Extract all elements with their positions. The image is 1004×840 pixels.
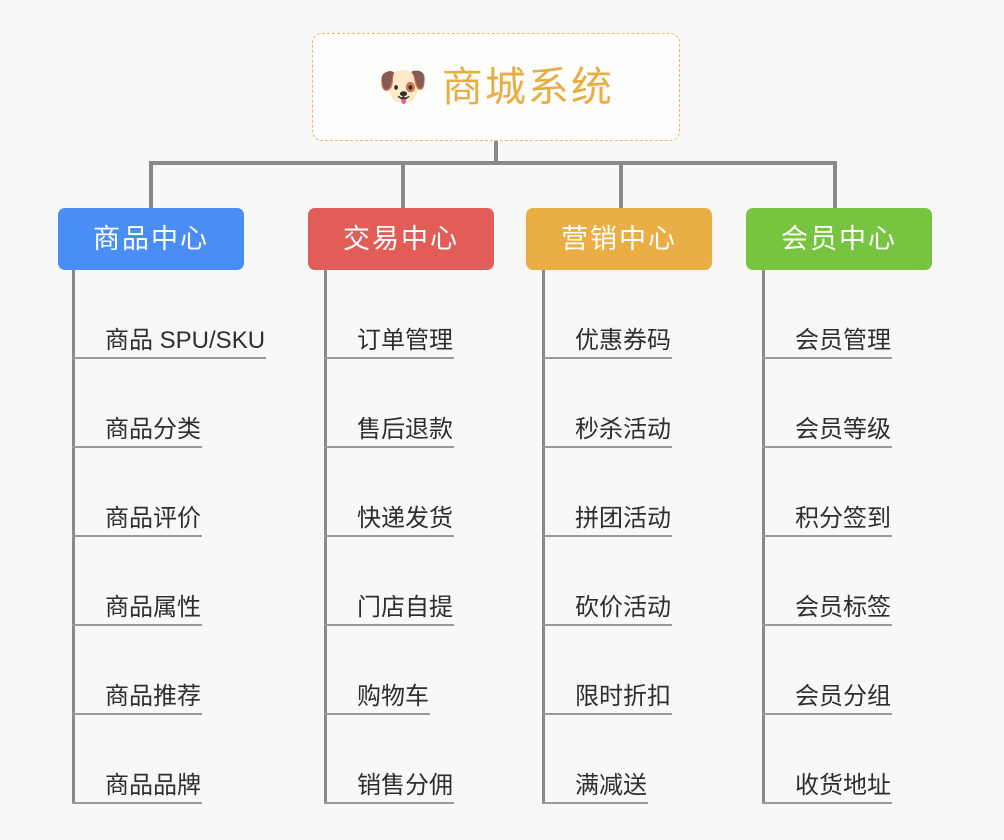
child-item[interactable]: 销售分佣 [324,715,454,804]
child-item-underline [762,802,892,804]
child-item[interactable]: 会员等级 [762,359,892,448]
child-item[interactable]: 商品推荐 [72,626,265,715]
child-item-label: 商品属性 [105,594,201,621]
child-item-label: 门店自提 [357,594,453,621]
child-item[interactable]: 商品品牌 [72,715,265,804]
child-item[interactable]: 售后退款 [324,359,454,448]
child-item-label: 快递发货 [357,505,453,532]
child-item-underline [542,535,672,537]
child-item[interactable]: 砍价活动 [542,537,672,626]
child-item-underline [324,535,454,537]
child-item-label: 秒杀活动 [575,416,671,443]
connector-stem [494,141,498,163]
child-item[interactable]: 秒杀活动 [542,359,672,448]
child-item-underline [72,713,202,715]
child-item-underline [762,535,892,537]
child-item-label: 收货地址 [795,772,891,799]
child-item-label: 售后退款 [357,416,453,443]
child-item-label: 商品 SPU/SKU [105,327,266,354]
root-node[interactable]: 🐶 商城系统 [312,33,680,141]
category-box-product-center[interactable]: 商品中心 [58,208,244,270]
child-item[interactable]: 快递发货 [324,448,454,537]
child-item[interactable]: 会员管理 [762,270,892,359]
child-item-label: 销售分佣 [357,772,453,799]
category-label: 会员中心 [781,223,897,254]
child-column-member-center: 会员管理会员等级积分签到会员标签会员分组收货地址 [762,270,892,804]
child-item[interactable]: 订单管理 [324,270,454,359]
child-item-label: 限时折扣 [575,683,671,710]
child-column-trade-center: 订单管理售后退款快递发货门店自提购物车销售分佣 [324,270,454,804]
category-box-marketing-center[interactable]: 营销中心 [526,208,712,270]
child-item-underline [762,357,892,359]
child-item-underline [542,624,672,626]
child-item-underline [542,713,672,715]
child-item-underline [72,357,266,359]
child-item-underline [542,446,672,448]
root-title: 商城系统 [441,63,614,110]
child-item-underline [324,713,430,715]
child-item-label: 会员分组 [795,683,891,710]
child-item-underline [324,357,454,359]
category-label: 交易中心 [343,223,459,254]
child-item-label: 商品评价 [105,505,201,532]
child-column-marketing-center: 优惠券码秒杀活动拼团活动砍价活动限时折扣满减送 [542,270,672,804]
connector-drop-marketing-center [619,161,623,208]
child-item-label: 商品推荐 [105,683,201,710]
child-item-label: 订单管理 [357,327,453,354]
child-item-underline [72,802,202,804]
child-item-underline [72,446,202,448]
child-item-underline [324,624,454,626]
child-item-label: 砍价活动 [575,594,671,621]
connector-drop-product-center [149,161,153,208]
child-item[interactable]: 收货地址 [762,715,892,804]
child-item[interactable]: 商品评价 [72,448,265,537]
child-item-label: 满减送 [575,772,647,799]
child-item-label: 会员管理 [795,327,891,354]
child-item[interactable]: 限时折扣 [542,626,672,715]
child-item-label: 拼团活动 [575,505,671,532]
child-item[interactable]: 拼团活动 [542,448,672,537]
connector-drop-member-center [833,161,837,208]
child-item[interactable]: 商品 SPU/SKU [72,270,266,359]
child-item-underline [542,802,648,804]
child-item-underline [72,535,202,537]
child-item-label: 商品品牌 [105,772,201,799]
connector-bus [149,161,835,165]
child-item-underline [542,357,672,359]
child-item-label: 会员等级 [795,416,891,443]
category-label: 营销中心 [561,223,677,254]
child-item-underline [762,446,892,448]
child-column-product-center: 商品 SPU/SKU 商品分类商品评价商品属性商品推荐商品品牌 [72,270,266,804]
child-item[interactable]: 优惠券码 [542,270,672,359]
child-item[interactable]: 商品属性 [72,537,265,626]
category-box-trade-center[interactable]: 交易中心 [308,208,494,270]
child-item-underline [762,624,892,626]
child-item-underline [762,713,892,715]
child-item[interactable]: 购物车 [324,626,453,715]
child-item[interactable]: 积分签到 [762,448,892,537]
child-item-label: 积分签到 [795,505,891,532]
child-item[interactable]: 门店自提 [324,537,454,626]
dog-face-icon: 🐶 [378,65,428,109]
child-item-label: 优惠券码 [575,327,671,354]
child-item-underline [324,446,454,448]
child-item-underline [324,802,454,804]
child-item[interactable]: 满减送 [542,715,671,804]
connector-drop-trade-center [401,161,405,208]
child-item-label: 会员标签 [795,594,891,621]
child-item[interactable]: 会员分组 [762,626,892,715]
child-item-underline [72,624,202,626]
category-label: 商品中心 [93,223,209,254]
child-item[interactable]: 商品分类 [72,359,265,448]
child-item[interactable]: 会员标签 [762,537,892,626]
child-item-label: 商品分类 [105,416,201,443]
child-item-label: 购物车 [357,683,429,710]
category-box-member-center[interactable]: 会员中心 [746,208,932,270]
